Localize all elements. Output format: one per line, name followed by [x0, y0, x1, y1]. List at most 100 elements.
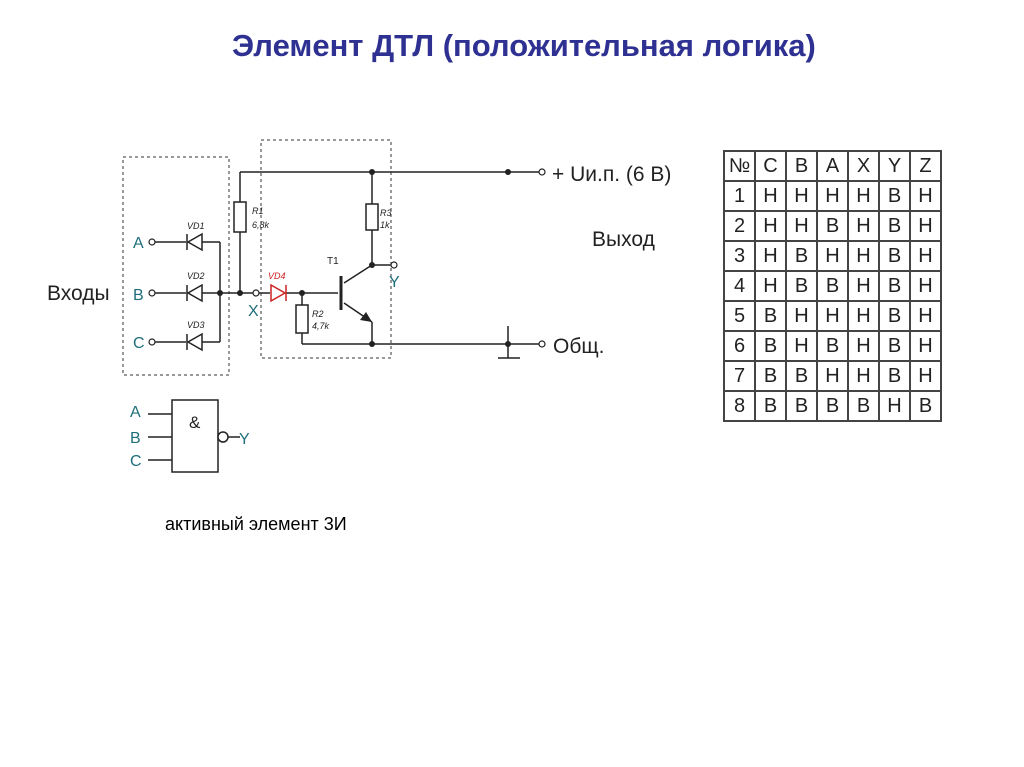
input-a-label: A: [133, 235, 144, 252]
table-cell: 6: [723, 330, 756, 362]
table-cell: Н: [909, 330, 942, 362]
table-header-cell: C: [754, 150, 787, 182]
page-title: Элемент ДТЛ (положительная логика): [232, 28, 816, 63]
table-cell: В: [847, 390, 880, 422]
r2-value-label: 4,7k: [312, 321, 330, 331]
table-cell: Н: [909, 270, 942, 302]
input-b-label: B: [133, 287, 144, 304]
table-cell: В: [785, 360, 818, 392]
table-cell: Н: [847, 210, 880, 242]
table-cell: В: [816, 390, 849, 422]
input-c-label: C: [133, 335, 145, 352]
vd4-label: VD4: [268, 271, 286, 281]
r1-value-label: 6,8k: [252, 220, 270, 230]
table-cell: В: [878, 180, 911, 212]
table-cell: В: [754, 300, 787, 332]
table-cell: В: [754, 390, 787, 422]
table-cell: Н: [847, 360, 880, 392]
table-header-cell: Y: [878, 150, 911, 182]
r1-name-label: R1: [252, 206, 264, 216]
table-cell: Н: [816, 300, 849, 332]
table-cell: Н: [785, 330, 818, 362]
table-cell: Н: [909, 180, 942, 212]
diode-vd1: [186, 232, 203, 252]
table-cell: 3: [723, 240, 756, 272]
diode-vd4: [270, 283, 287, 303]
table-cell: 2: [723, 210, 756, 242]
table-cell: Н: [754, 210, 787, 242]
table-cell: Н: [754, 240, 787, 272]
r3-value-label: 1k: [380, 220, 390, 230]
caption: активный элемент 3И: [165, 514, 347, 534]
table-cell: В: [816, 210, 849, 242]
table-cell: Н: [785, 300, 818, 332]
table-header-cell: X: [847, 150, 880, 182]
y-node-label: Y: [389, 274, 400, 291]
table-cell: Н: [909, 300, 942, 332]
resistor-r2: [295, 304, 309, 334]
t1-label: T1: [327, 256, 339, 267]
table-cell: 7: [723, 360, 756, 392]
supply-label: + Uи.п. (6 В): [552, 163, 671, 186]
table-cell: В: [878, 330, 911, 362]
table-cell: Н: [816, 180, 849, 212]
table-cell: Н: [754, 270, 787, 302]
resistor-r1: [233, 201, 247, 233]
table-cell: В: [878, 240, 911, 272]
table-cell: 4: [723, 270, 756, 302]
table-header-cell: №: [723, 150, 756, 182]
x-node-label: X: [248, 303, 259, 320]
table-header-cell: B: [785, 150, 818, 182]
table-cell: Н: [878, 390, 911, 422]
r3-name-label: R3: [380, 208, 392, 218]
table-cell: Н: [754, 180, 787, 212]
table-cell: В: [878, 210, 911, 242]
gate-input-b-label: B: [130, 430, 141, 447]
table-cell: В: [754, 360, 787, 392]
table-cell: В: [878, 270, 911, 302]
table-cell: Н: [909, 210, 942, 242]
table-cell: Н: [847, 300, 880, 332]
table-cell: В: [785, 270, 818, 302]
table-cell: Н: [909, 240, 942, 272]
inputs-label: Входы: [47, 282, 110, 305]
table-cell: Н: [816, 240, 849, 272]
table-cell: Н: [785, 210, 818, 242]
table-cell: Н: [785, 180, 818, 212]
table-cell: В: [785, 240, 818, 272]
resistor-r3: [365, 203, 379, 231]
table-cell: Н: [847, 270, 880, 302]
table-cell: Н: [816, 360, 849, 392]
table-cell: Н: [847, 240, 880, 272]
gate-input-a-label: A: [130, 404, 141, 421]
table-header-cell: Z: [909, 150, 942, 182]
table-cell: В: [909, 390, 942, 422]
table-cell: 8: [723, 390, 756, 422]
ground-label: Общ.: [553, 335, 604, 358]
table-cell: В: [816, 330, 849, 362]
table-cell: В: [754, 330, 787, 362]
gate-symbol-label: &: [189, 413, 201, 432]
gate-output-label: Y: [239, 431, 250, 448]
diode-vd3: [186, 332, 203, 352]
table-cell: 5: [723, 300, 756, 332]
table-cell: Н: [847, 330, 880, 362]
vd3-label: VD3: [187, 320, 205, 330]
vd1-label: VD1: [187, 221, 205, 231]
table-cell: 1: [723, 180, 756, 212]
vd2-label: VD2: [187, 271, 205, 281]
r2-name-label: R2: [312, 309, 324, 319]
table-cell: В: [816, 270, 849, 302]
table-header-cell: A: [816, 150, 849, 182]
gate-input-c-label: C: [130, 453, 142, 470]
